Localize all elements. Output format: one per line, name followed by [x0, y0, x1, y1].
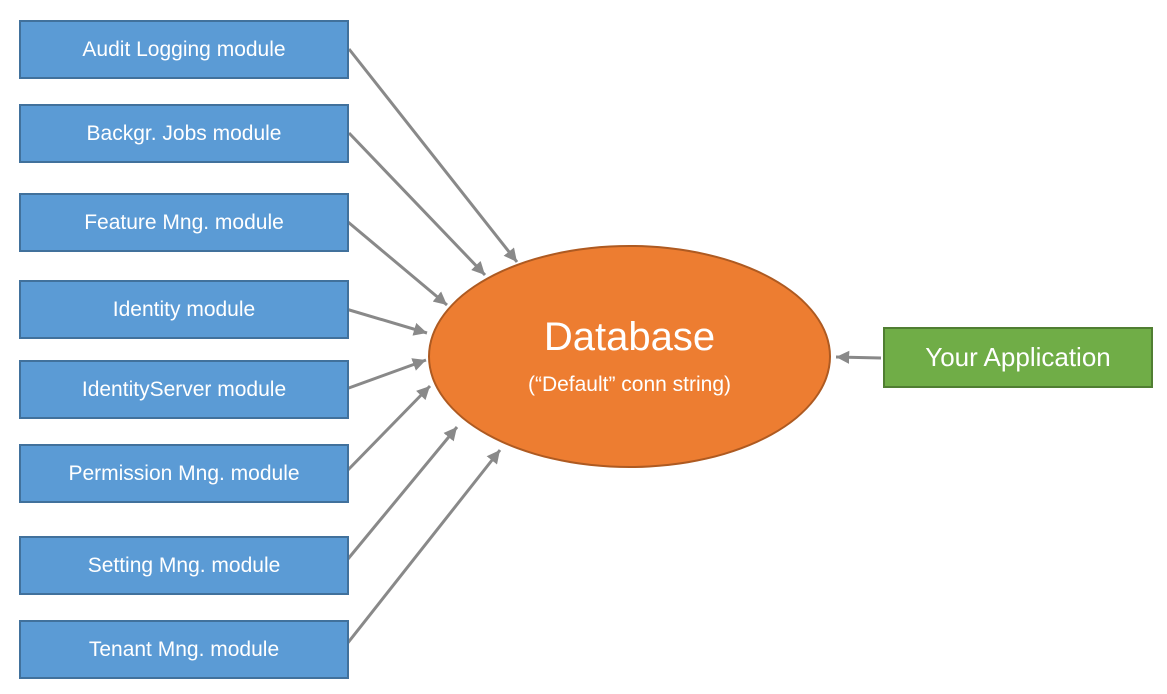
module-label-identity: Identity module [112, 297, 256, 321]
arrow-your-application-to-database [835, 350, 882, 364]
module-box-audit-logging: Audit Logging module [19, 20, 349, 79]
module-box-identity: Identity module [19, 280, 349, 339]
arrow-identityserver-to-database [345, 358, 427, 391]
module-box-identityserver: IdentityServer module [19, 360, 349, 419]
arrow-permission-mng-to-database [343, 384, 432, 475]
arrow-setting-mng-to-database [341, 426, 459, 566]
your-application-label: Your Application [925, 342, 1111, 372]
module-label-tenant-mng: Tenant Mng. module [88, 637, 280, 661]
module-box-permission-mng: Permission Mng. module [19, 444, 349, 503]
arrow-tenant-mng-to-database [341, 449, 502, 650]
database-subtitle: (“Default” conn string) [527, 372, 732, 396]
module-label-backgr-jobs: Backgr. Jobs module [86, 121, 282, 145]
module-label-permission-mng: Permission Mng. module [68, 461, 300, 485]
arrow-audit-logging-to-database [347, 48, 519, 263]
database-title: Database [543, 314, 716, 359]
module-box-backgr-jobs: Backgr. Jobs module [19, 104, 349, 163]
arrow-feature-mng-to-database [347, 220, 448, 307]
module-label-feature-mng: Feature Mng. module [84, 210, 284, 234]
module-box-feature-mng: Feature Mng. module [19, 193, 349, 252]
module-label-setting-mng: Setting Mng. module [87, 553, 281, 577]
arrow-identity-to-database [345, 307, 428, 336]
module-box-setting-mng: Setting Mng. module [19, 536, 349, 595]
your-application-box: Your Application [883, 327, 1153, 388]
module-label-audit-logging: Audit Logging module [82, 37, 286, 61]
module-box-tenant-mng: Tenant Mng. module [19, 620, 349, 679]
module-label-identityserver: IdentityServer module [81, 377, 287, 401]
database-ellipse: Database (“Default” conn string) [428, 245, 831, 468]
arrow-backgr-jobs-to-database [347, 131, 487, 277]
